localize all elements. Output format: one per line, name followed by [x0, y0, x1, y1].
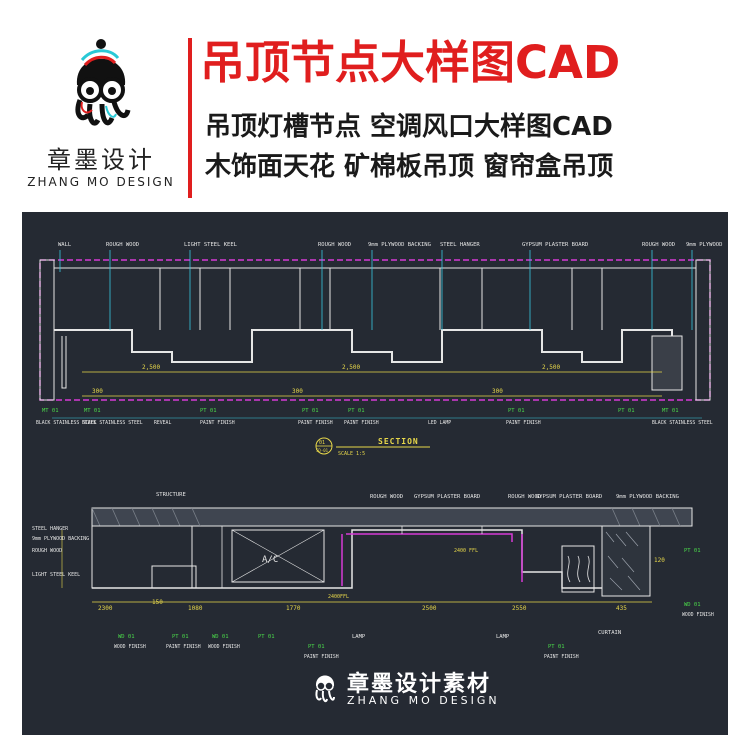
section-sheet: SD-01	[316, 448, 329, 453]
section-number: 01	[319, 440, 325, 446]
wall-right	[695, 259, 711, 401]
label-rough-wood-1: ROUGH WOOD	[370, 494, 403, 500]
dim-2300: 2300	[98, 605, 113, 612]
label-steel-hanger: STEEL HANGER	[32, 526, 69, 532]
callout-paint-finish-2: PAINT FINISH	[298, 420, 333, 426]
callout-curtain: CURTAIN	[598, 630, 621, 636]
footer-brand-cn: 章墨设计素材	[347, 672, 492, 697]
octopus-footer-icon	[315, 675, 335, 703]
brand-logo: 章墨设计 ZHANG MO DESIGN	[22, 30, 180, 200]
callout-paint-finish-1: PAINT FINISH	[200, 420, 235, 426]
dim-2500-c: 2,500	[542, 364, 560, 371]
callout-mt-left: MT 01	[42, 408, 59, 414]
subtitle-line-1: 吊顶灯槽节点 空调风口大样图CAD	[205, 112, 613, 142]
callout-wd-1: WD 01	[118, 634, 135, 640]
label-wall: WALL	[58, 242, 72, 248]
top-section-drawing: WALL ROUGH WOOD LIGHT STEEL KEEL ROUGH W…	[36, 242, 722, 457]
label-gypsum-board-2: GYPSUM PLASTER BOARD	[536, 494, 602, 500]
callout-paint-finish-4: PAINT FINISH	[506, 420, 541, 426]
label-light-steel-keel: LIGHT STEEL KEEL	[32, 572, 80, 578]
callout-pt-3: PT 01	[348, 408, 365, 414]
header: 章墨设计 ZHANG MO DESIGN 吊顶节点大样图CAD 吊顶灯槽节点 空…	[0, 0, 750, 212]
callout-wd-3: WD 01	[684, 602, 701, 608]
label-plywood-backing-l: 9mm PLYWOOD BACKING	[32, 536, 89, 542]
dim-120: 120	[654, 557, 665, 564]
callout-pt-4: PT 01	[548, 644, 565, 650]
dim-2500-a: 2,500	[142, 364, 160, 371]
callout-reveal: REVEAL	[154, 420, 171, 426]
label-rough-wood-2: ROUGH WOOD	[318, 242, 351, 248]
callout-pt-2: PT 01	[258, 634, 275, 640]
cad-drawing: WALL ROUGH WOOD LIGHT STEEL KEEL ROUGH W…	[32, 242, 722, 660]
label-rough-wood-3: ROUGH WOOD	[642, 242, 675, 248]
bottom-section-drawing: A/C STRUCTURE ROUGH	[32, 492, 714, 660]
section-title: SECTION	[378, 437, 419, 446]
callout-wood-finish-3: WOOD FINISH	[682, 612, 714, 618]
callout-wood-finish-1: WOOD FINISH	[114, 644, 146, 650]
label-rough-wood-1: ROUGH WOOD	[106, 242, 139, 248]
dim-2500: 2500	[422, 605, 437, 612]
label-plywood-backing: 9mm PLYWOOD BACKING	[616, 494, 679, 500]
structure-slab	[91, 507, 693, 527]
footer-brand-en: ZHANG MO DESIGN	[347, 694, 500, 707]
label-light-steel-keel: LIGHT STEEL KEEL	[184, 242, 238, 248]
dim-1770: 1770	[286, 605, 301, 612]
callout-black-steel-3: BLACK STAINLESS STEEL	[652, 420, 713, 426]
callout-paint-finish-2: PAINT FINISH	[304, 654, 339, 660]
callout-black-steel-1: BLACK STAINLESS STEEL	[36, 420, 97, 426]
cad-drawing-panel: WALL ROUGH WOOD LIGHT STEEL KEEL ROUGH W…	[22, 212, 728, 735]
label-ac: A/C	[262, 555, 278, 565]
callout-paint-finish-3: PAINT FINISH	[544, 654, 579, 660]
ac-unit-box	[231, 529, 325, 583]
octopus-mascot-icon	[75, 39, 131, 126]
callout-pt-4: PT 01	[508, 408, 525, 414]
brand-name-en: ZHANG MO DESIGN	[27, 175, 175, 189]
callout-lamp-1: LAMP	[352, 634, 366, 640]
callout-pt-5: PT 01	[684, 548, 701, 554]
subtitle-line-2: 木饰面天花 矿棉板吊顶 窗帘盒吊顶	[205, 152, 614, 182]
callout-pt-2: PT 01	[302, 408, 319, 414]
callout-led-lamp: LED LAMP	[428, 420, 451, 426]
callout-wd-2: WD 01	[212, 634, 229, 640]
ceiling-profile	[54, 329, 673, 382]
callout-pt-3: PT 01	[308, 644, 325, 650]
dim-2550: 2550	[512, 605, 527, 612]
dim-435: 435	[616, 605, 627, 612]
label-gypsum-board-1: GYPSUM PLASTER BOARD	[414, 494, 480, 500]
callout-pt-1: PT 01	[172, 634, 189, 640]
dim-2400b: 2400 FFL	[454, 548, 478, 554]
label-plywood-backing-2: 9mm PLYWOOD	[686, 242, 722, 248]
callout-wood-finish-2: WOOD FINISH	[208, 644, 240, 650]
section-boundary	[39, 259, 711, 401]
callout-pt-5: PT 01	[618, 408, 635, 414]
callout-mt-right: MT 01	[662, 408, 679, 414]
label-plywood-backing-1: 9mm PLYWOOD BACKING	[368, 242, 431, 248]
callout-lamp-2: LAMP	[496, 634, 510, 640]
dim-300-a: 300	[92, 388, 103, 395]
dim-1080: 1080	[188, 605, 203, 612]
wall-left	[39, 259, 55, 401]
dim-2500-b: 2,500	[342, 364, 360, 371]
callout-pt-1: PT 01	[200, 408, 217, 414]
dim-2400: 2400FFL	[328, 594, 349, 600]
label-rough-wood-2: ROUGH WOOD	[508, 494, 541, 500]
dim-300-c: 300	[492, 388, 503, 395]
title-divider	[188, 38, 192, 198]
label-gypsum-board: GYPSUM PLASTER BOARD	[522, 242, 588, 248]
section-scale: SCALE 1:5	[338, 451, 365, 457]
label-rough-wood-l: ROUGH WOOD	[32, 548, 62, 554]
label-structure: STRUCTURE	[156, 492, 186, 498]
callout-mt-left2: MT 01	[84, 408, 101, 414]
label-steel-hanger: STEEL HANGER	[440, 242, 480, 248]
brand-name-cn: 章墨设计	[47, 146, 155, 174]
callout-black-steel-2: BLACK STAINLESS STEEL	[82, 420, 143, 426]
main-title: 吊顶节点大样图CAD	[200, 36, 621, 89]
dim-150: 150	[152, 599, 163, 606]
callout-paint-finish-1: PAINT FINISH	[166, 644, 201, 650]
callout-paint-finish-3: PAINT FINISH	[344, 420, 379, 426]
dim-300-b: 300	[292, 388, 303, 395]
